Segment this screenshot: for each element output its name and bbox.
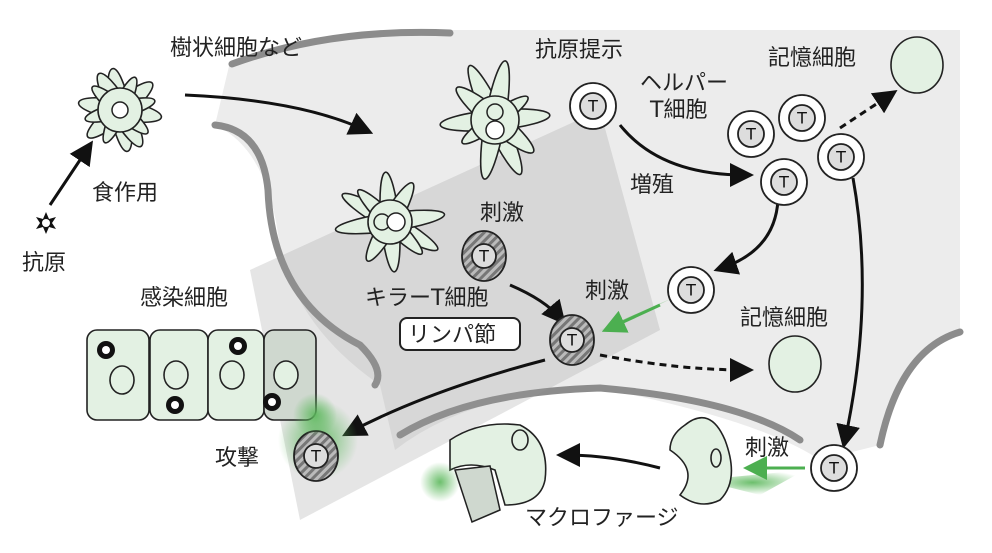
label-helper-1: ヘルパー [640, 71, 728, 96]
svg-text:T: T [745, 125, 756, 144]
dendritic-cell [77, 67, 163, 153]
svg-text:T: T [828, 459, 839, 478]
infected-debris [454, 465, 501, 524]
antigen-icon [36, 212, 56, 234]
svg-text:T: T [685, 281, 696, 300]
label-lymph-node: リンパ節 [408, 323, 496, 348]
label-helper-2: T細胞 [649, 98, 707, 123]
label-stimulus-3: 刺激 [745, 436, 789, 461]
arrow-macrophage [556, 443, 661, 470]
label-macrophage: マクロファージ [525, 506, 679, 531]
label-attack: 攻撃 [215, 446, 259, 471]
arrow-stim-green [601, 303, 661, 333]
label-stimulus-1: 刺激 [480, 201, 524, 226]
svg-text:T: T [310, 447, 321, 466]
label-dendritic: 樹状細胞など [170, 36, 302, 61]
arrow-proliferation [618, 124, 754, 187]
arrow-helper-stim [713, 199, 780, 275]
label-stimulus-2: 刺激 [585, 279, 629, 304]
arrow-attack [342, 358, 546, 437]
label-memory-mid: 記憶細胞 [740, 306, 828, 331]
svg-text:T: T [835, 148, 846, 167]
arrow-memory-top [839, 90, 898, 130]
label-memory-top: 記憶細胞 [768, 46, 856, 71]
memory-cell [890, 36, 944, 94]
label-killer-t: キラーT細胞 [365, 286, 488, 311]
arrow-phagocytosis [48, 140, 93, 206]
svg-text:T: T [778, 173, 789, 192]
label-proliferation: 増殖 [630, 173, 674, 198]
helper-t-cell: T T T T T T T [569, 82, 865, 492]
arrow-killer [509, 283, 566, 325]
svg-text:T: T [587, 97, 598, 116]
lymph-node-boundary [211, 28, 964, 449]
infected-cells [86, 329, 337, 437]
memory-cell [768, 335, 822, 393]
label-phagocytosis: 食作用 [92, 181, 158, 206]
arrow-memory-mid [599, 353, 754, 382]
svg-text:T: T [566, 331, 577, 350]
arrow-migrate [184, 93, 374, 135]
label-antigen-presentation: 抗原提示 [535, 38, 623, 63]
svg-text:T: T [478, 247, 489, 266]
label-infected: 感染細胞 [140, 286, 228, 311]
svg-text:T: T [796, 109, 807, 128]
label-antigen: 抗原 [22, 251, 66, 276]
dendritic-cell-presenting [439, 60, 551, 180]
macrophage [669, 416, 733, 505]
dendritic-cell-stimulating [334, 171, 446, 273]
arrow-to-helper-bottom [836, 177, 864, 449]
